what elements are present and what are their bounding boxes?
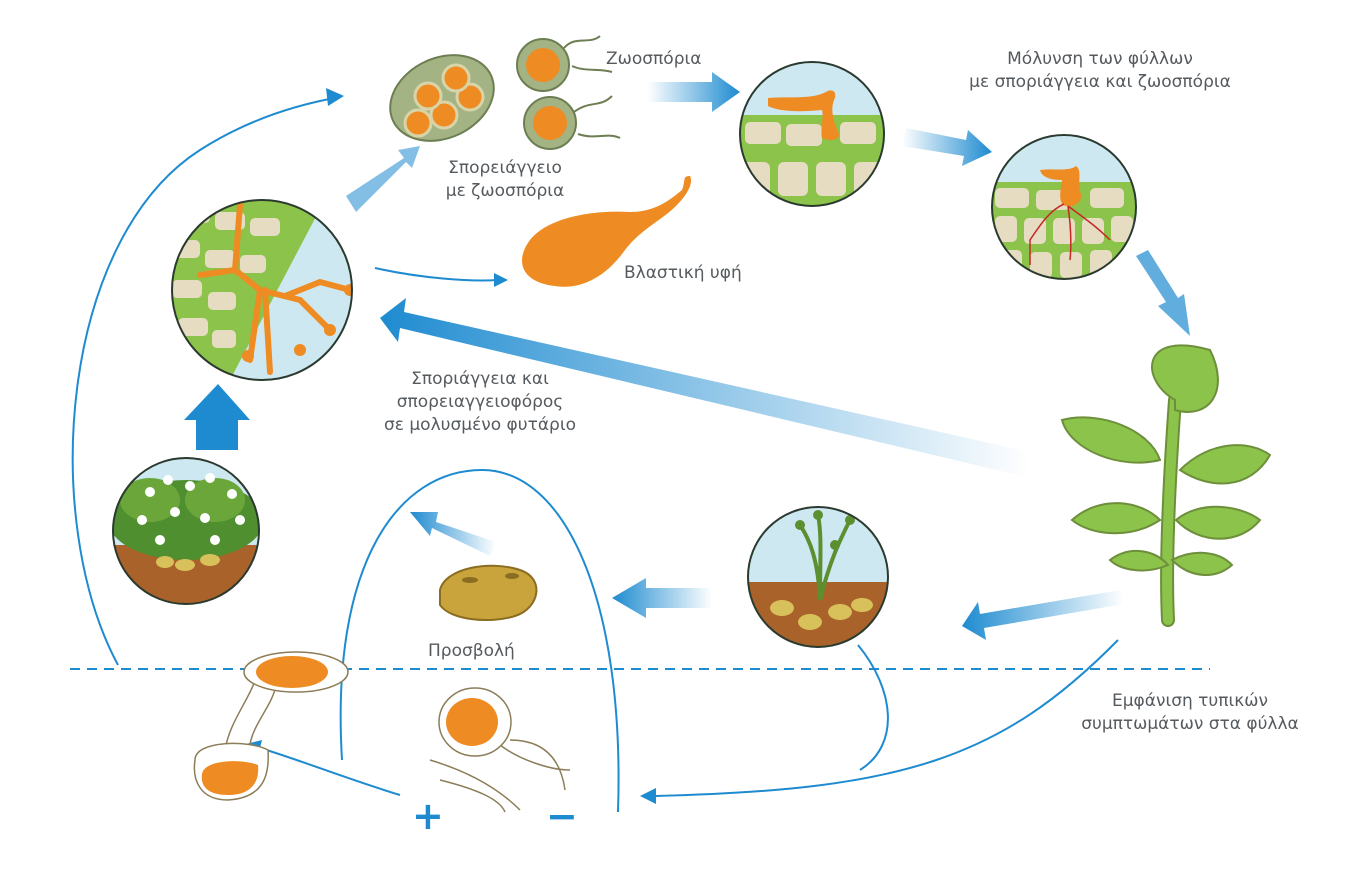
arrow-to-plant	[1136, 250, 1190, 336]
arch-line	[339, 468, 620, 813]
label-sporangium-line1: Σπορειάγγειο	[448, 158, 562, 178]
flowering-field-circle	[112, 457, 260, 605]
germ-tube-shape	[522, 176, 692, 287]
cycle-line-left	[71, 96, 341, 666]
label-symptoms-line2: συμπτωμάτων στα φύλλα	[1081, 714, 1299, 734]
arrow-plant-to-tuber-field	[962, 590, 1124, 640]
label-sporangium-line2: με ζωοσπόρια	[445, 181, 565, 201]
leaf-spread-circle	[991, 134, 1137, 280]
germ-tube-line	[374, 267, 499, 282]
label-sporangium: Σπορειάγγειο με ζωοσπόρια	[405, 157, 605, 203]
arrow-zoospores-to-leaf	[648, 72, 740, 112]
oospore	[429, 687, 571, 813]
infected-tuber	[439, 564, 538, 621]
label-symptoms: Εμφάνιση τυπικών συμπτωμάτων στα φύλλα	[1040, 690, 1340, 736]
oospore-germination	[193, 651, 349, 801]
leaf-infection-circle	[739, 61, 885, 207]
sporangiophore-circle	[171, 199, 353, 381]
label-leaf-infection-line1: Μόλυνση των φύλλων	[1007, 49, 1193, 69]
label-zoospores: Ζωοσπόρια	[606, 49, 702, 69]
mating-type-minus: −	[546, 794, 578, 838]
label-sporangiophore: Σποριάγγεια και σπορειαγγειοφόρος σε μολ…	[330, 368, 630, 437]
arrow-leaf-infection	[902, 128, 992, 166]
arrowhead-germ-tube	[494, 273, 508, 287]
zoospores	[516, 35, 621, 150]
oospore-line	[259, 747, 401, 796]
arrowhead-left-top	[326, 88, 344, 106]
symptom-to-soil-line	[654, 639, 1119, 797]
label-leaf-infection: Μόλυνση των φύλλων με σποριάγγεια και ζω…	[925, 48, 1275, 94]
label-sporangiophore-line3: σε μολυσμένο φυτάριο	[384, 415, 576, 435]
tuber-infection-line	[857, 644, 889, 771]
arrowhead-bottom-right	[640, 788, 656, 804]
label-sporangiophore-line1: Σποριάγγεια και	[411, 369, 549, 389]
big-arrow-leaf-to-sporangiophore	[380, 298, 1030, 478]
arrow-to-tuber	[612, 578, 712, 618]
tuber-field-circle	[747, 506, 889, 648]
label-sporangiophore-line2: σπορειαγγειοφόρος	[396, 392, 564, 412]
label-tuber-attack: Προσβολή	[428, 641, 515, 661]
arrow-tuber-up	[410, 512, 496, 556]
label-germ-tube: Βλαστική υφή	[624, 263, 742, 283]
label-leaf-infection-line2: με σποριάγγεια και ζωοσπόρια	[969, 72, 1231, 92]
arrow-to-sporangium	[346, 146, 420, 212]
sporangium-cluster	[389, 54, 495, 142]
mating-type-plus: +	[412, 794, 444, 838]
arrow-field-up	[184, 384, 250, 450]
label-symptoms-line1: Εμφάνιση τυπικών	[1112, 691, 1268, 711]
potato-leaf-plant	[1060, 344, 1272, 627]
